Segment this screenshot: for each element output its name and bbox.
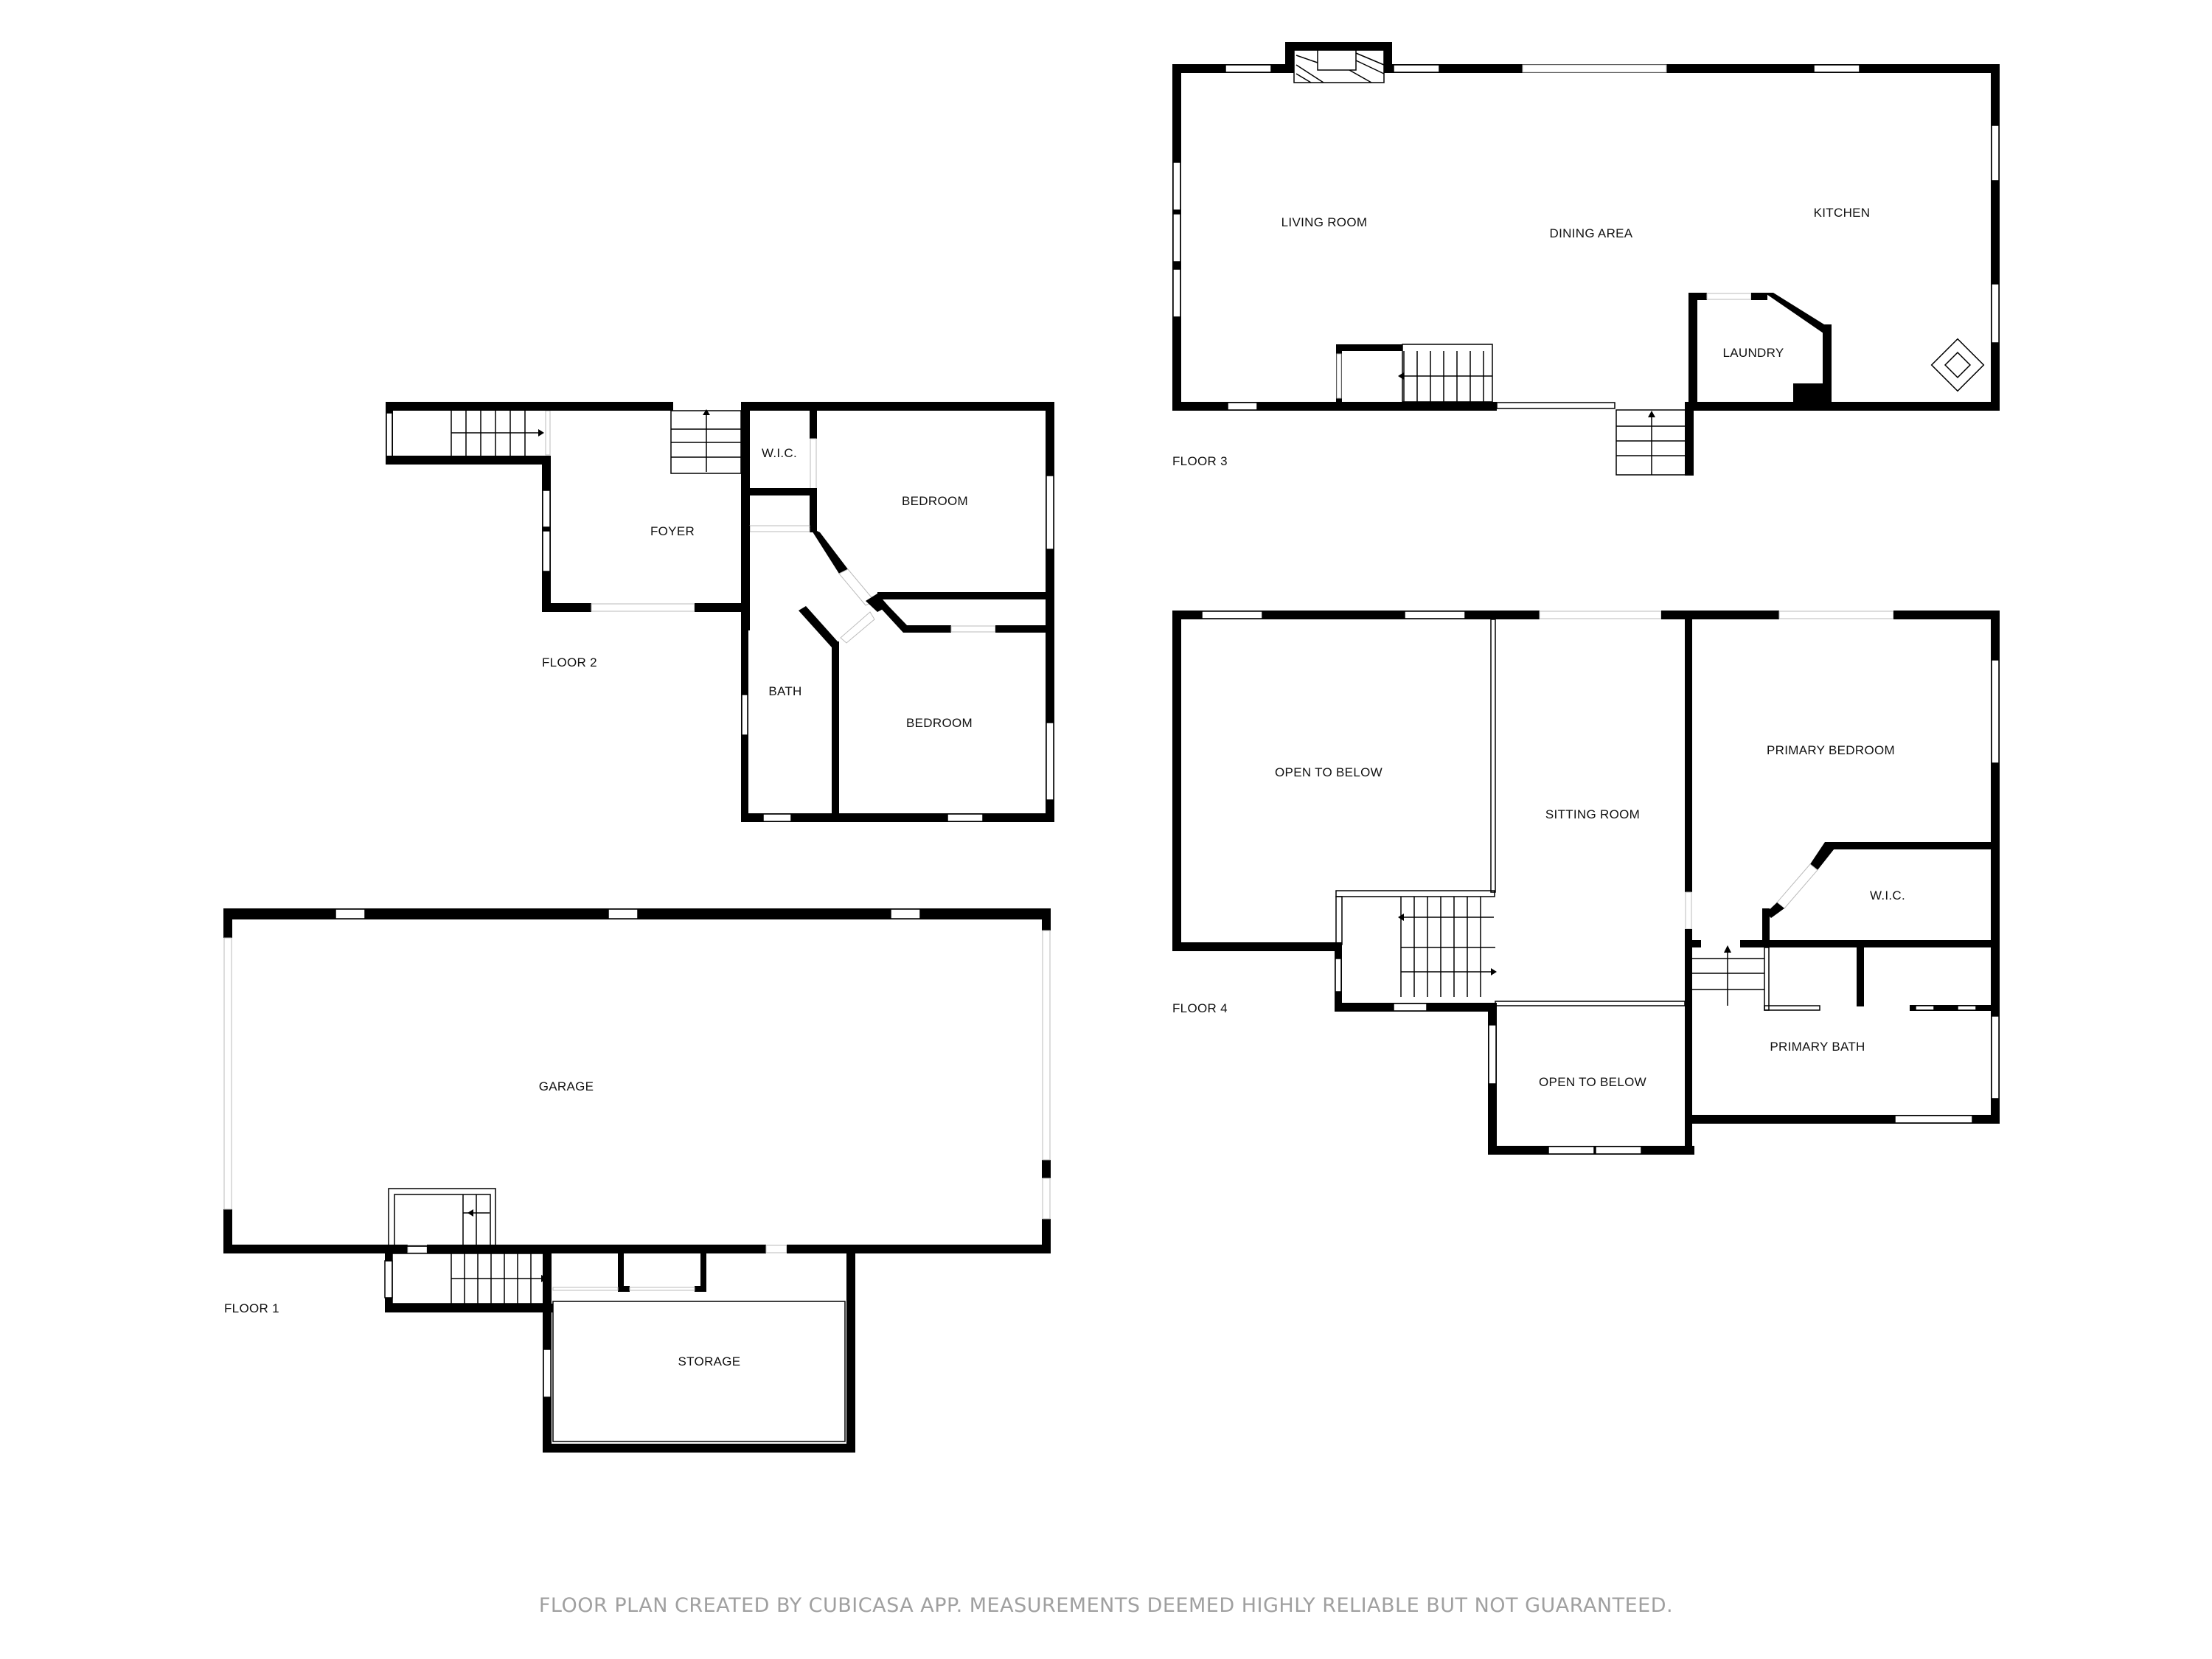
room-label-living-room: LIVING ROOM [1281,215,1368,229]
room-label-bath-floor2: BATH [768,684,801,698]
room-label-foyer: FOYER [650,524,695,538]
room-label-wic-floor4: W.I.C. [1870,888,1905,902]
floor-label-4: FLOOR 4 [1172,1001,1228,1015]
floor-4-plan [1172,611,2000,1155]
disclaimer-footer: FLOOR PLAN CREATED BY CUBICASA APP. MEAS… [538,1594,1674,1617]
room-label-garage: GARAGE [539,1079,594,1093]
floor-3-plan [1172,42,2000,476]
room-label-laundry: LAUNDRY [1722,346,1784,360]
room-label-sitting-room: SITTING ROOM [1545,807,1640,821]
room-label-storage: STORAGE [678,1354,741,1368]
room-label-open-to-below-lower: OPEN TO BELOW [1539,1075,1646,1089]
room-label-open-to-below-left: OPEN TO BELOW [1275,765,1382,779]
room-label-dining-area: DINING AREA [1550,226,1633,240]
floor-2-plan [386,402,1054,822]
room-label-bedroom-upper: BEDROOM [902,494,968,508]
floor-1-plan [223,908,1051,1453]
room-label-kitchen: KITCHEN [1814,206,1871,220]
room-label-bedroom-lower: BEDROOM [906,716,973,730]
room-label-primary-bath: PRIMARY BATH [1770,1040,1865,1054]
room-label-primary-bedroom: PRIMARY BEDROOM [1767,743,1895,757]
floor-label-2: FLOOR 2 [542,655,597,669]
floor-label-1: FLOOR 1 [224,1301,279,1315]
room-label-wic-floor2: W.I.C. [762,446,797,460]
room-labels: GARAGE STORAGE FLOOR 1 FOYER W.I.C. BEDR… [224,206,1905,1368]
floor-label-3: FLOOR 3 [1172,454,1228,468]
